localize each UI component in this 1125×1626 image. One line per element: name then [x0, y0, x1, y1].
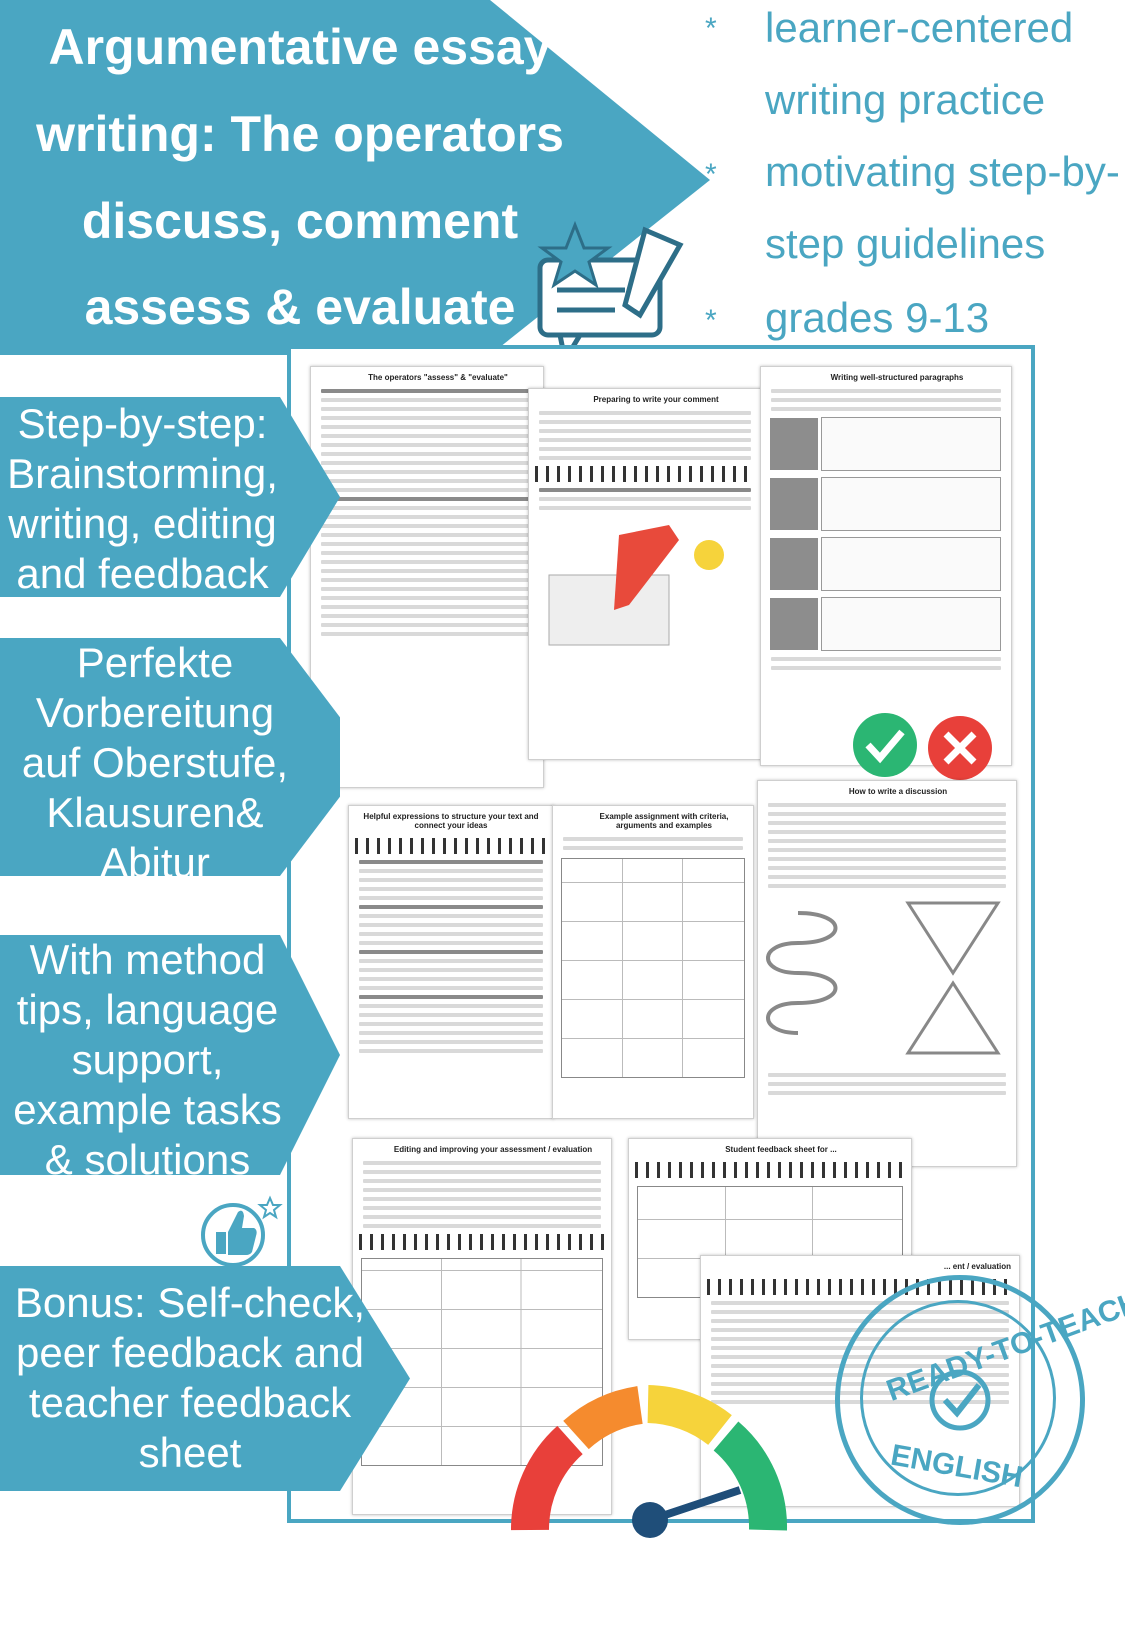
feature-3-line-1: With method	[29, 936, 266, 983]
preview-page-paragraphs: Writing well-structured paragraphs	[760, 366, 1012, 766]
feature-method-tips: With method tips, language support, exam…	[0, 935, 340, 1175]
pencil-illustration-icon	[548, 525, 724, 646]
bullet-2-line-1: motivating step-by-	[765, 148, 1120, 195]
feature-2-line-1: Perfekte	[76, 639, 234, 686]
page-heading: Preparing to write your comment	[593, 395, 719, 404]
feedback-gauge-icon	[510, 1385, 788, 1538]
page-heading: ... ent / evaluation	[943, 1262, 1011, 1271]
bullet-1-line-2: writing practice	[765, 76, 1046, 123]
feature-bullets: * learner-centered writing practice * mo…	[705, 0, 1125, 341]
feature-3-line-5: & solutions	[44, 1136, 251, 1183]
feature-2-line-2: Vorbereitung	[35, 689, 275, 736]
page-heading: Helpful expressions to structure your te…	[363, 812, 539, 830]
feature-4-line-4: sheet	[138, 1429, 242, 1476]
feature-1-line-4: and feedback	[16, 550, 269, 597]
feature-1-line-1: Step-by-step:	[17, 400, 268, 447]
preview-page-assess-evaluate: The operators "assess" & "evaluate"	[310, 366, 544, 788]
feature-2-line-3: auf Oberstufe,	[21, 739, 289, 786]
bullet-star-icon: *	[705, 12, 717, 45]
page-heading: Editing and improving your assessment / …	[393, 1145, 593, 1154]
feature-bonus: Bonus: Self-check, peer feedback and tea…	[0, 1266, 410, 1491]
preview-page-preparing: Preparing to write your comment	[528, 388, 762, 760]
feature-oberstufe: Perfekte Vorbereitung auf Oberstufe, Kla…	[0, 638, 340, 876]
page-heading: How to write a discussion	[848, 787, 948, 796]
feature-3-line-3: support,	[71, 1036, 224, 1083]
argument-structure-diagram-icon	[766, 901, 1001, 1055]
preview-page-expressions: Helpful expressions to structure your te…	[348, 805, 554, 1119]
title-line-3: discuss, comment	[81, 193, 519, 249]
feature-1-line-3: writing, editing	[8, 500, 277, 547]
stamp-check-icon	[929, 1369, 991, 1431]
feature-4-line-2: peer feedback and	[16, 1329, 364, 1376]
preview-page-example-assignment: Example assignment with criteria, argume…	[552, 805, 754, 1119]
feature-3-line-4: example tasks	[13, 1086, 282, 1133]
bullet-star-icon: *	[705, 304, 717, 337]
feature-1-line-2: Brainstorming,	[7, 450, 278, 497]
title-line-1: Argumentative essay	[48, 19, 552, 75]
feature-2-line-5: Abitur	[100, 839, 210, 886]
comment-pencil-icon	[537, 220, 684, 367]
page-heading: Student feedback sheet for ...	[725, 1145, 837, 1154]
bullet-1-line-1: learner-centered	[765, 4, 1074, 51]
bullet-2-line-2: step guidelines	[765, 220, 1046, 267]
bullet-3-line-1: grades 9-13	[765, 294, 990, 341]
feature-2-line-4: Klausuren&	[46, 789, 264, 836]
page-heading: The operators "assess" & "evaluate"	[368, 373, 508, 382]
feature-3-line-2: tips, language	[16, 986, 279, 1033]
feature-4-line-3: teacher feedback	[28, 1379, 352, 1426]
page-heading: Example assignment with criteria, argume…	[599, 812, 729, 830]
bullet-star-icon: *	[705, 158, 717, 191]
check-cross-icon	[853, 713, 992, 780]
ready-to-teach-stamp: READY-TO-TEACH ENGLISH	[835, 1275, 1125, 1525]
page-heading: Writing well-structured paragraphs	[830, 373, 964, 382]
feature-4-line-1: Bonus: Self-check,	[14, 1279, 366, 1326]
feature-step-by-step: Step-by-step: Brainstorming, writing, ed…	[0, 397, 340, 597]
thumbs-up-icon	[201, 1195, 283, 1267]
title-line-4: assess & evaluate	[84, 279, 516, 335]
title-line-2: writing: The operators	[36, 106, 564, 162]
preview-page-discussion: How to write a discussion	[757, 780, 1017, 1167]
